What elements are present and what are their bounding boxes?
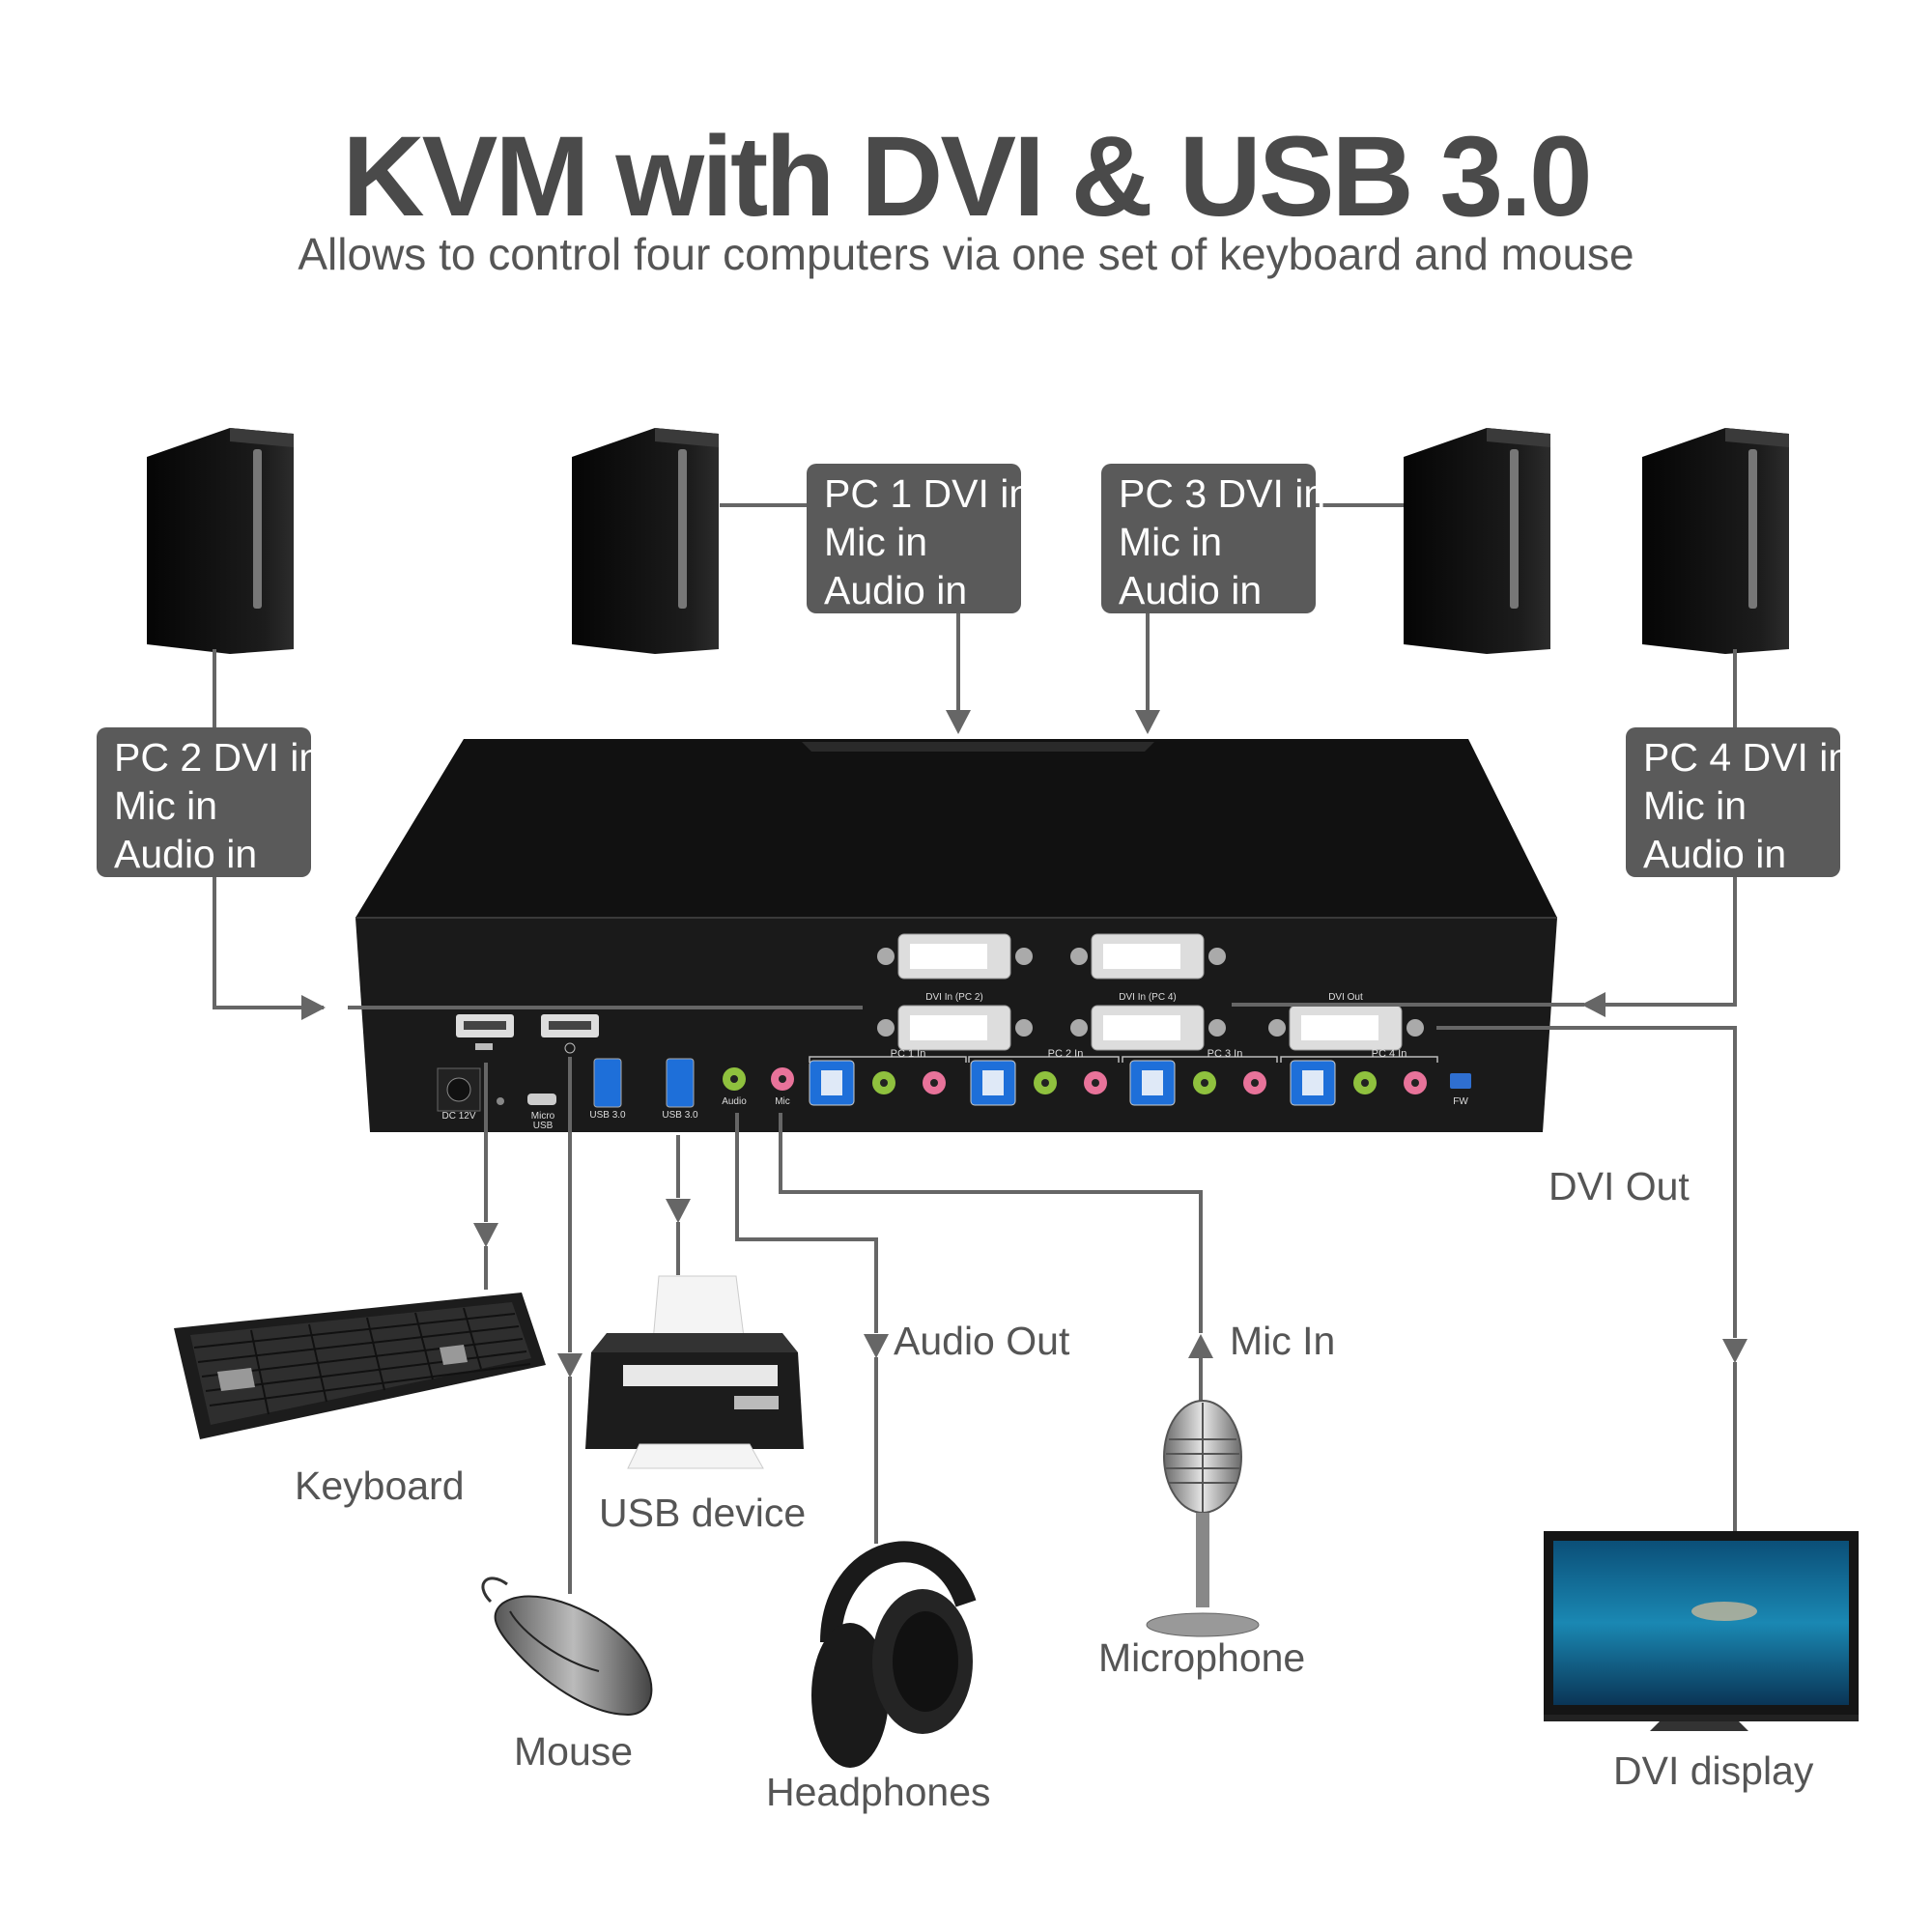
mic-in-label: Mic In	[1230, 1319, 1336, 1363]
connection-lines	[213, 503, 1737, 1594]
microphone-label: Microphone	[1098, 1635, 1306, 1680]
page-title: KVM with DVI & USB 3.0	[342, 113, 1592, 241]
pc4-ports	[1290, 1060, 1427, 1106]
microphone-image	[1146, 1400, 1260, 1637]
mouse-image	[481, 1577, 653, 1717]
usb-a-port-mouse	[541, 1014, 599, 1054]
page-subtitle: Allows to control four computers via one…	[298, 229, 1634, 279]
dvi-out-label: DVI Out	[1548, 1164, 1690, 1208]
pc3-ports	[1129, 1060, 1266, 1106]
pc3-dvi-in-text: PC 3 DVI in	[1119, 471, 1326, 516]
dvi-port-pc2	[877, 1005, 1033, 1051]
pc2-ports	[970, 1060, 1107, 1106]
pc-tower-4	[1642, 428, 1789, 654]
panel-label-dvi-in-pc2: DVI In (PC 2)	[925, 992, 982, 1003]
pc4-label-box: PC 4 DVI in Mic in Audio in	[1626, 727, 1851, 877]
mouse-label: Mouse	[514, 1729, 634, 1774]
arrowheads	[301, 710, 1747, 1378]
keyboard-image	[174, 1293, 546, 1439]
pc2-label-box: PC 2 DVI in Mic in Audio in	[97, 727, 322, 877]
usb-device-label: USB device	[599, 1491, 807, 1535]
panel-label-pc4-in: PC 4 In	[1372, 1048, 1407, 1060]
panel-label-pc3-in: PC 3 In	[1208, 1048, 1243, 1060]
pc2-dvi-in-text: PC 2 DVI in	[114, 735, 322, 780]
micro-usb-port	[527, 1094, 556, 1105]
panel-label-pc2-in: PC 2 In	[1048, 1048, 1084, 1060]
pc1-label-box: PC 1 DVI in Mic in Audio in	[807, 464, 1032, 613]
pc4-dvi-in-text: PC 4 DVI in	[1643, 735, 1851, 780]
dvi-port-out	[1268, 1005, 1424, 1051]
panel-label-micro: Micro	[531, 1111, 555, 1122]
panel-label-dvi-in-pc4: DVI In (PC 4)	[1119, 992, 1176, 1003]
dvi-port-pc4	[1070, 1005, 1226, 1051]
panel-label-pc1-in: PC 1 In	[891, 1048, 926, 1060]
panel-label-mic: Mic	[775, 1096, 790, 1107]
panel-label-dc: DC 12V	[441, 1111, 475, 1122]
headphones-image	[811, 1541, 977, 1768]
usb3-port-b	[666, 1058, 695, 1108]
fw-switch	[1450, 1073, 1471, 1089]
panel-label-fw: FW	[1453, 1096, 1468, 1107]
panel-label-audio: Audio	[722, 1096, 747, 1107]
panel-label-dvi-out: DVI Out	[1328, 992, 1363, 1003]
dvi-port-pc1	[877, 933, 1033, 980]
pc-tower-2	[147, 428, 294, 654]
keyboard-label: Keyboard	[295, 1463, 465, 1508]
pc4-mic-in-text: Mic in	[1643, 783, 1747, 828]
pc1-audio-in-text: Audio in	[824, 568, 968, 612]
pc4-audio-in-text: Audio in	[1643, 832, 1787, 876]
pc3-label-box: PC 3 DVI in Mic in Audio in	[1101, 464, 1326, 613]
headphones-label: Headphones	[766, 1770, 991, 1814]
printer-image	[585, 1275, 804, 1469]
reset-hole	[497, 1097, 504, 1105]
usb3-port-a	[593, 1058, 622, 1108]
pc-tower-3	[1404, 428, 1550, 654]
dvi-display-label: DVI display	[1613, 1748, 1814, 1793]
dvi-port-pc3	[1070, 933, 1226, 980]
dvi-display-image	[1544, 1531, 1859, 1731]
panel-label-usb3-a: USB 3.0	[589, 1110, 626, 1121]
pc2-mic-in-text: Mic in	[114, 783, 218, 828]
audio-out-label: Audio Out	[894, 1319, 1070, 1363]
panel-label-usb3-b: USB 3.0	[662, 1110, 698, 1121]
pc-tower-1	[572, 428, 719, 654]
panel-label-usb: USB	[533, 1121, 554, 1131]
pc1-dvi-in-text: PC 1 DVI in	[824, 471, 1032, 516]
usb-a-port-keyboard	[456, 1014, 514, 1050]
pc1-mic-in-text: Mic in	[824, 520, 928, 564]
pc1-ports	[809, 1060, 946, 1106]
pc2-audio-in-text: Audio in	[114, 832, 258, 876]
pc3-audio-in-text: Audio in	[1119, 568, 1263, 612]
pc3-mic-in-text: Mic in	[1119, 520, 1223, 564]
dc-jack	[437, 1067, 481, 1112]
